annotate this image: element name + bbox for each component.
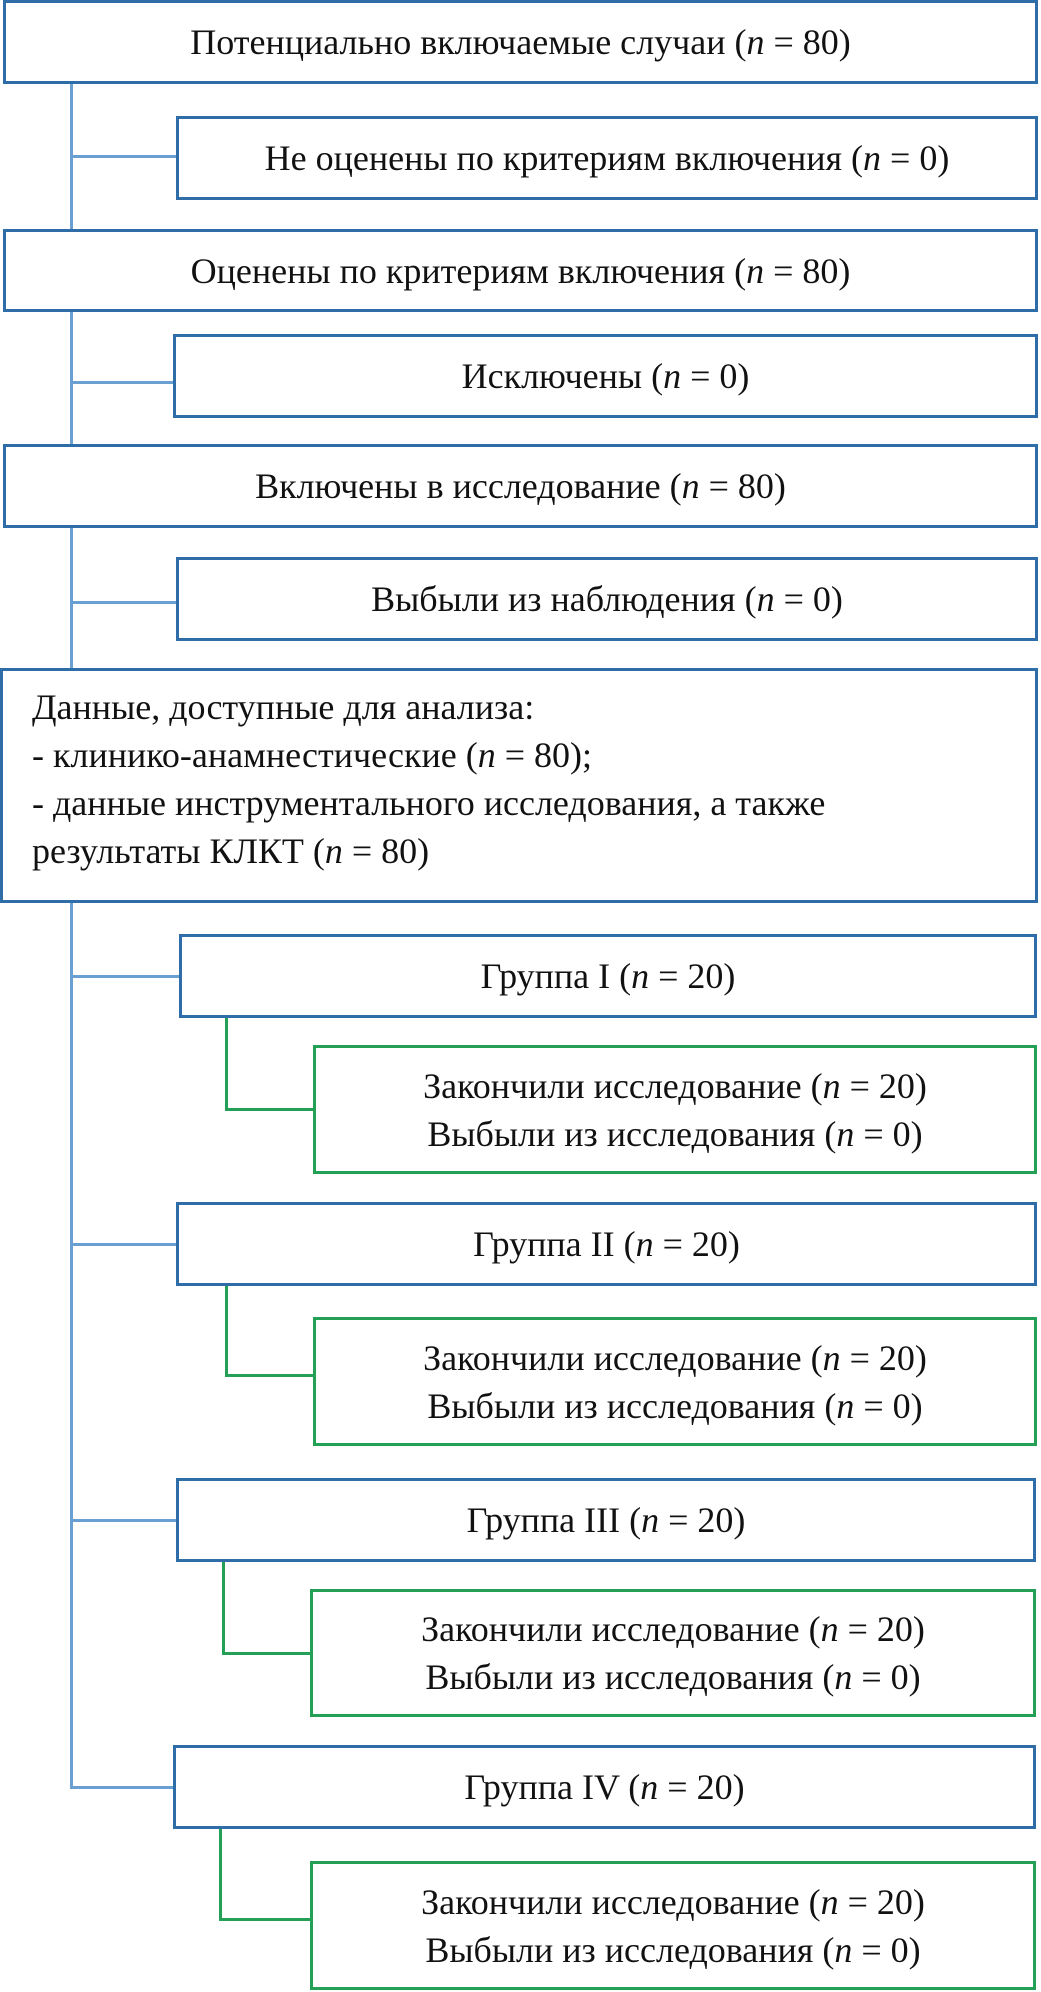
group-3-completed: Закончили исследование (n = 20) bbox=[421, 1609, 925, 1649]
group-4-withdrawn: Выбыли из исследования (n = 0) bbox=[425, 1929, 921, 1970]
analysis-line-clinical: - клинико-анамнестические (n = 80); bbox=[32, 735, 592, 775]
branch-connector-group-1 bbox=[70, 975, 180, 978]
main-connector-2 bbox=[70, 311, 73, 445]
group-3-box: Группа III (n = 20) bbox=[176, 1478, 1036, 1562]
branch-connector-group-3 bbox=[70, 1519, 177, 1522]
included-box: Включены в исследование (n = 80) bbox=[3, 444, 1038, 528]
group-2-completed: Закончили исследование (n = 20) bbox=[423, 1337, 927, 1378]
branch-connector-group-2 bbox=[70, 1243, 177, 1246]
group-4-label: Группа IV (n = 20) bbox=[464, 1767, 745, 1807]
group-1-withdrawn: Выбыли из исследования (n = 0) bbox=[427, 1113, 923, 1154]
group-4-box: Группа IV (n = 20) bbox=[173, 1745, 1036, 1829]
potential-cases-box: Потенциально включаемые случаи (n = 80) bbox=[3, 0, 1038, 84]
analysis-line-instrumental: - данные инструментального исследования,… bbox=[32, 783, 826, 823]
outcome-connector-h-1 bbox=[225, 1108, 314, 1111]
group-2-label: Группа II (n = 20) bbox=[473, 1224, 740, 1264]
group-2-withdrawn: Выбыли из исследования (n = 0) bbox=[427, 1385, 923, 1426]
assessed-box: Оценены по критериям включения (n = 80) bbox=[3, 229, 1038, 312]
main-connector-3 bbox=[70, 527, 73, 669]
branch-connector-excluded bbox=[70, 381, 174, 384]
excluded-box: Исключены (n = 0) bbox=[173, 334, 1038, 418]
dropped-text: Выбыли из наблюдения (n = 0) bbox=[371, 579, 843, 619]
not-assessed-text: Не оценены по критериям включения (n = 0… bbox=[264, 138, 950, 178]
assessed-text: Оценены по критериям включения (n = 80) bbox=[190, 250, 851, 291]
group-2-outcome-box: Закончили исследование (n = 20) Выбыли и… bbox=[313, 1317, 1037, 1446]
main-connector-4 bbox=[70, 902, 73, 1788]
group-3-withdrawn: Выбыли из исследования (n = 0) bbox=[425, 1657, 921, 1697]
excluded-text: Исключены (n = 0) bbox=[461, 356, 750, 396]
analysis-title: Данные, доступные для анализа: bbox=[32, 687, 535, 727]
dropped-box: Выбыли из наблюдения (n = 0) bbox=[176, 557, 1038, 641]
group-1-completed: Закончили исследование (n = 20) bbox=[423, 1065, 927, 1106]
group-1-box: Группа I (n = 20) bbox=[179, 934, 1037, 1018]
outcome-connector-v-3 bbox=[222, 1562, 225, 1655]
potential-cases-text: Потенциально включаемые случаи (n = 80) bbox=[190, 22, 851, 62]
outcome-connector-v-4 bbox=[219, 1829, 222, 1921]
outcome-connector-h-3 bbox=[222, 1652, 311, 1655]
group-1-outcome-box: Закончили исследование (n = 20) Выбыли и… bbox=[313, 1045, 1037, 1174]
outcome-connector-h-4 bbox=[219, 1918, 311, 1921]
outcome-connector-v-2 bbox=[225, 1285, 228, 1377]
not-assessed-box: Не оценены по критериям включения (n = 0… bbox=[176, 116, 1038, 200]
branch-connector-dropped bbox=[70, 601, 177, 604]
group-4-outcome-box: Закончили исследование (n = 20) Выбыли и… bbox=[310, 1861, 1036, 1990]
analysis-line-cbct: результаты КЛКТ (n = 80) bbox=[32, 831, 430, 871]
included-text: Включены в исследование (n = 80) bbox=[255, 466, 786, 506]
group-1-label: Группа I (n = 20) bbox=[480, 956, 736, 996]
branch-connector-not-assessed bbox=[70, 155, 177, 158]
outcome-connector-v-1 bbox=[225, 1017, 228, 1111]
branch-connector-group-4 bbox=[70, 1786, 174, 1789]
analysis-data-box: Данные, доступные для анализа: - клинико… bbox=[0, 668, 1038, 903]
group-4-completed: Закончили исследование (n = 20) bbox=[421, 1881, 925, 1922]
outcome-connector-h-2 bbox=[225, 1374, 314, 1377]
group-3-outcome-box: Закончили исследование (n = 20) Выбыли и… bbox=[310, 1589, 1036, 1717]
group-2-box: Группа II (n = 20) bbox=[176, 1202, 1037, 1286]
group-3-label: Группа III (n = 20) bbox=[466, 1500, 746, 1540]
